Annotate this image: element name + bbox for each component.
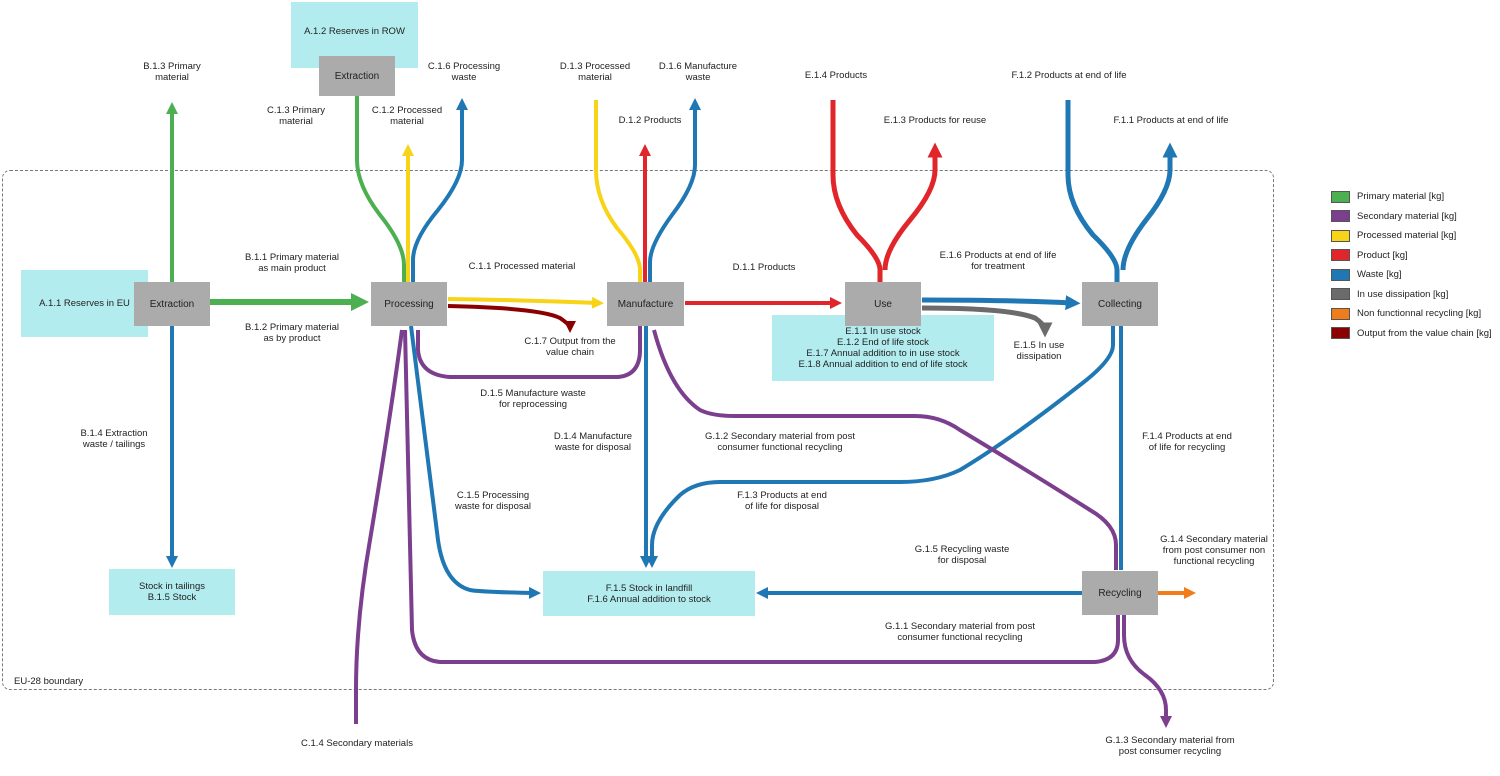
label-d14: D.1.4 Manufacture waste for disposal [553,431,633,453]
legend-label: In use dissipation [kg] [1357,288,1449,300]
label-b11: B.1.1 Primary material as main product [245,252,339,274]
label-d15: D.1.5 Manufacture waste for reprocessing [480,388,586,410]
reserves-eu-box: A.1.1 Reserves in EU [21,270,148,337]
legend-label: Non functionnal recycling [kg] [1357,308,1482,320]
use-box: Use [845,282,921,326]
eu-28-boundary [2,170,1274,690]
boundary-label: EU-28 boundary [14,676,84,687]
legend-label: Primary material [kg] [1357,191,1445,203]
label-f11: F.1.1 Products at end of life [1113,115,1229,126]
legend-item: Secondary material [kg] [1331,207,1492,227]
label-f14: F.1.4 Products at end of life for recycl… [1142,431,1232,453]
landfill-stock-box: F.1.5 Stock in landfill F.1.6 Annual add… [543,571,755,616]
label-b13: B.1.3 Primary material [143,61,201,83]
flow-d15 [416,326,642,379]
legend-item: Output from the value chain [kg] [1331,324,1492,344]
label-d12: D.1.2 Products [618,115,682,126]
legend-swatch [1331,210,1350,223]
label-c14: C.1.4 Secondary materials [301,738,413,749]
flow-g13 [1122,615,1172,728]
legend-swatch [1331,307,1350,320]
label-c11: C.1.1 Processed material [468,261,576,272]
label-c13: C.1.3 Primary material [266,105,326,127]
legend: Primary material [kg] Secondary material … [1331,187,1492,343]
extraction-row-box: Extraction [319,56,395,96]
legend-label: Secondary material [kg] [1357,210,1457,222]
legend-item: In use dissipation [kg] [1331,285,1492,305]
legend-swatch [1331,249,1350,262]
legend-item: Product [kg] [1331,246,1492,266]
label-c15: C.1.5 Processing waste for disposal [454,490,532,512]
legend-item: Waste [kg] [1331,265,1492,285]
label-c16: C.1.6 Processing waste [427,61,501,83]
label-g11: G.1.1 Secondary material from post consu… [885,621,1035,643]
flow-c15 [409,325,541,599]
label-f12: F.1.2 Products at end of life [1011,70,1127,81]
flow-e14 [830,100,883,282]
legend-label: Processed material [kg] [1357,230,1457,242]
label-c17: C.1.7 Output from the value chain [524,336,616,358]
legend-swatch [1331,288,1350,301]
legend-swatch [1331,268,1350,281]
flow-c14 [354,329,404,724]
legend-label: Waste [kg] [1357,269,1402,281]
flow-d16 [648,98,701,282]
flow-d13 [594,100,642,282]
label-g14: G.1.4 Secondary material from post consu… [1160,534,1268,567]
flow-c13 [355,96,406,282]
use-stock-box: E.1.1 In use stock E.1.2 End of life sto… [772,315,994,381]
legend-item: Primary material [kg] [1331,187,1492,207]
label-g15: G.1.5 Recycling waste for disposal [914,544,1010,566]
flow-f13 [646,326,1115,568]
flow-g11 [403,329,1120,664]
label-e14: E.1.4 Products [804,70,868,81]
legend-label: Output from the value chain [kg] [1357,327,1492,339]
legend-item: Non functionnal recycling [kg] [1331,304,1492,324]
label-e16: E.1.6 Products at end of life for treatm… [939,250,1057,272]
label-d11: D.1.1 Products [732,262,796,273]
label-e15: E.1.5 In use dissipation [1013,340,1065,362]
label-e13: E.1.3 Products for reuse [883,115,987,126]
label-b12: B.1.2 Primary material as by product [245,322,339,344]
flow-c11 [447,296,604,309]
legend-item: Processed material [kg] [1331,226,1492,246]
legend-swatch [1331,327,1350,340]
legend-swatch [1331,190,1350,203]
tailings-stock-box: Stock in tailings B.1.5 Stock [109,569,235,615]
label-g13: G.1.3 Secondary material from post consu… [1105,735,1235,757]
label-g12: G.1.2 Secondary material from post consu… [705,431,855,453]
label-b14: B.1.4 Extraction waste / tailings [80,428,148,450]
manufacture-box: Manufacture [607,282,684,326]
flow-g12 [652,329,1118,570]
flow-e13 [882,142,943,271]
label-d13: D.1.3 Processed material [559,61,631,83]
label-c12: C.1.2 Processed material [371,105,443,127]
flow-e16 [921,295,1081,311]
recycling-box: Recycling [1082,571,1158,615]
label-d16: D.1.6 Manufacture waste [658,61,738,83]
flow-c17 [447,304,576,333]
flow-c16 [411,98,468,282]
extraction-eu-box: Extraction [134,282,210,326]
flow-f11 [1120,142,1178,271]
label-f13: F.1.3 Products at end of life for dispos… [737,490,827,512]
collecting-box: Collecting [1082,282,1158,326]
legend-swatch [1331,229,1350,242]
legend-label: Product [kg] [1357,249,1408,261]
processing-box: Processing [371,282,447,326]
flow-f12 [1065,100,1120,282]
flow-e15 [921,305,1053,338]
